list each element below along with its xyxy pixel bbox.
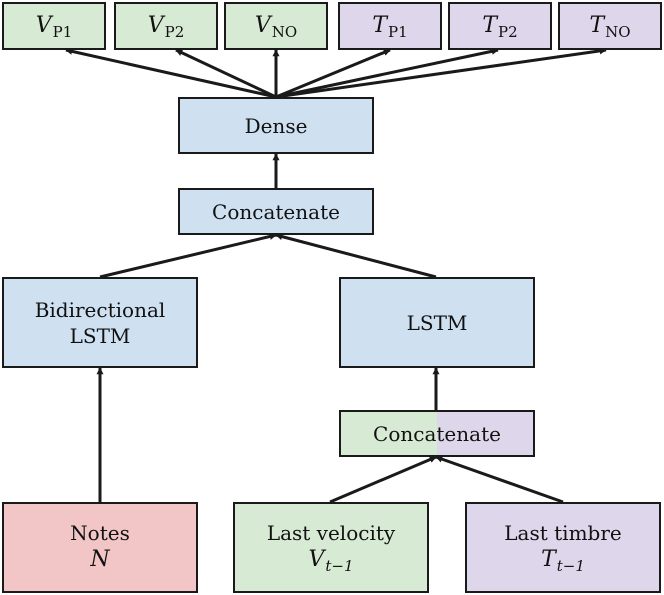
input-last-timbre: Last timbre Tt−1	[465, 502, 661, 593]
concatenate-top: Concatenate	[178, 188, 374, 235]
edge-bilstm-to-concat	[99, 233, 277, 279]
output-t-no-symbol: T	[589, 12, 605, 38]
dense-layer-label: Dense	[244, 113, 308, 138]
dense-layer: Dense	[178, 97, 374, 154]
edge-lstm-to-concat	[275, 233, 437, 279]
output-t-p2-subscript: P2	[498, 22, 518, 41]
edge-dense-to-t-p1	[275, 48, 391, 99]
input-last-velocity-symbol: V	[308, 547, 325, 573]
bidirectional-lstm-line2: LSTM	[69, 323, 131, 348]
lstm-layer: LSTM	[339, 277, 535, 368]
input-last-velocity-subscript: t−1	[325, 557, 354, 576]
output-v-no-symbol: V	[254, 12, 271, 38]
input-last-velocity-label: Last velocity	[266, 521, 396, 546]
output-v-p2-symbol: V	[147, 12, 164, 38]
output-t-p2: TP2	[448, 2, 552, 50]
edge-dense-to-v-p1	[65, 47, 277, 99]
output-t-p1: TP1	[338, 2, 442, 50]
bidirectional-lstm: Bidirectional LSTM	[2, 277, 198, 368]
output-t-no: TNO	[558, 2, 662, 50]
concatenate-top-label: Concatenate	[212, 199, 340, 224]
output-t-p1-subscript: P1	[388, 22, 408, 41]
input-notes: Notes N	[2, 502, 198, 593]
edge-dense-to-t-no	[275, 47, 607, 99]
output-v-no-subscript: NO	[271, 22, 298, 41]
output-v-no: VNO	[224, 2, 328, 50]
output-v-p1-subscript: P1	[52, 22, 73, 41]
output-v-p2-subscript: P2	[164, 22, 185, 41]
concatenate-bottom: Concatenate	[339, 410, 535, 457]
input-last-timbre-subscript: t−1	[556, 557, 585, 576]
edge-dense-to-t-p2	[275, 47, 499, 99]
edge-velocity-to-concat2	[329, 455, 437, 504]
lstm-layer-label: LSTM	[406, 310, 468, 335]
output-t-p2-symbol: T	[482, 12, 498, 38]
input-notes-symbol: N	[90, 547, 110, 573]
output-t-p1-symbol: T	[372, 12, 388, 38]
output-v-p1-symbol: V	[35, 12, 52, 38]
input-notes-label: Notes	[70, 521, 130, 546]
bidirectional-lstm-line1: Bidirectional	[34, 297, 166, 322]
input-last-timbre-label: Last timbre	[504, 521, 622, 546]
edge-timbre-to-concat2	[435, 455, 564, 504]
output-v-p2: VP2	[114, 2, 218, 50]
output-t-no-subscript: NO	[605, 22, 631, 41]
edge-dense-to-v-p2	[175, 48, 277, 99]
output-v-p1: VP1	[2, 2, 106, 50]
concatenate-bottom-label: Concatenate	[373, 421, 501, 446]
input-last-velocity: Last velocity Vt−1	[233, 502, 429, 593]
input-last-timbre-symbol: T	[541, 547, 556, 573]
